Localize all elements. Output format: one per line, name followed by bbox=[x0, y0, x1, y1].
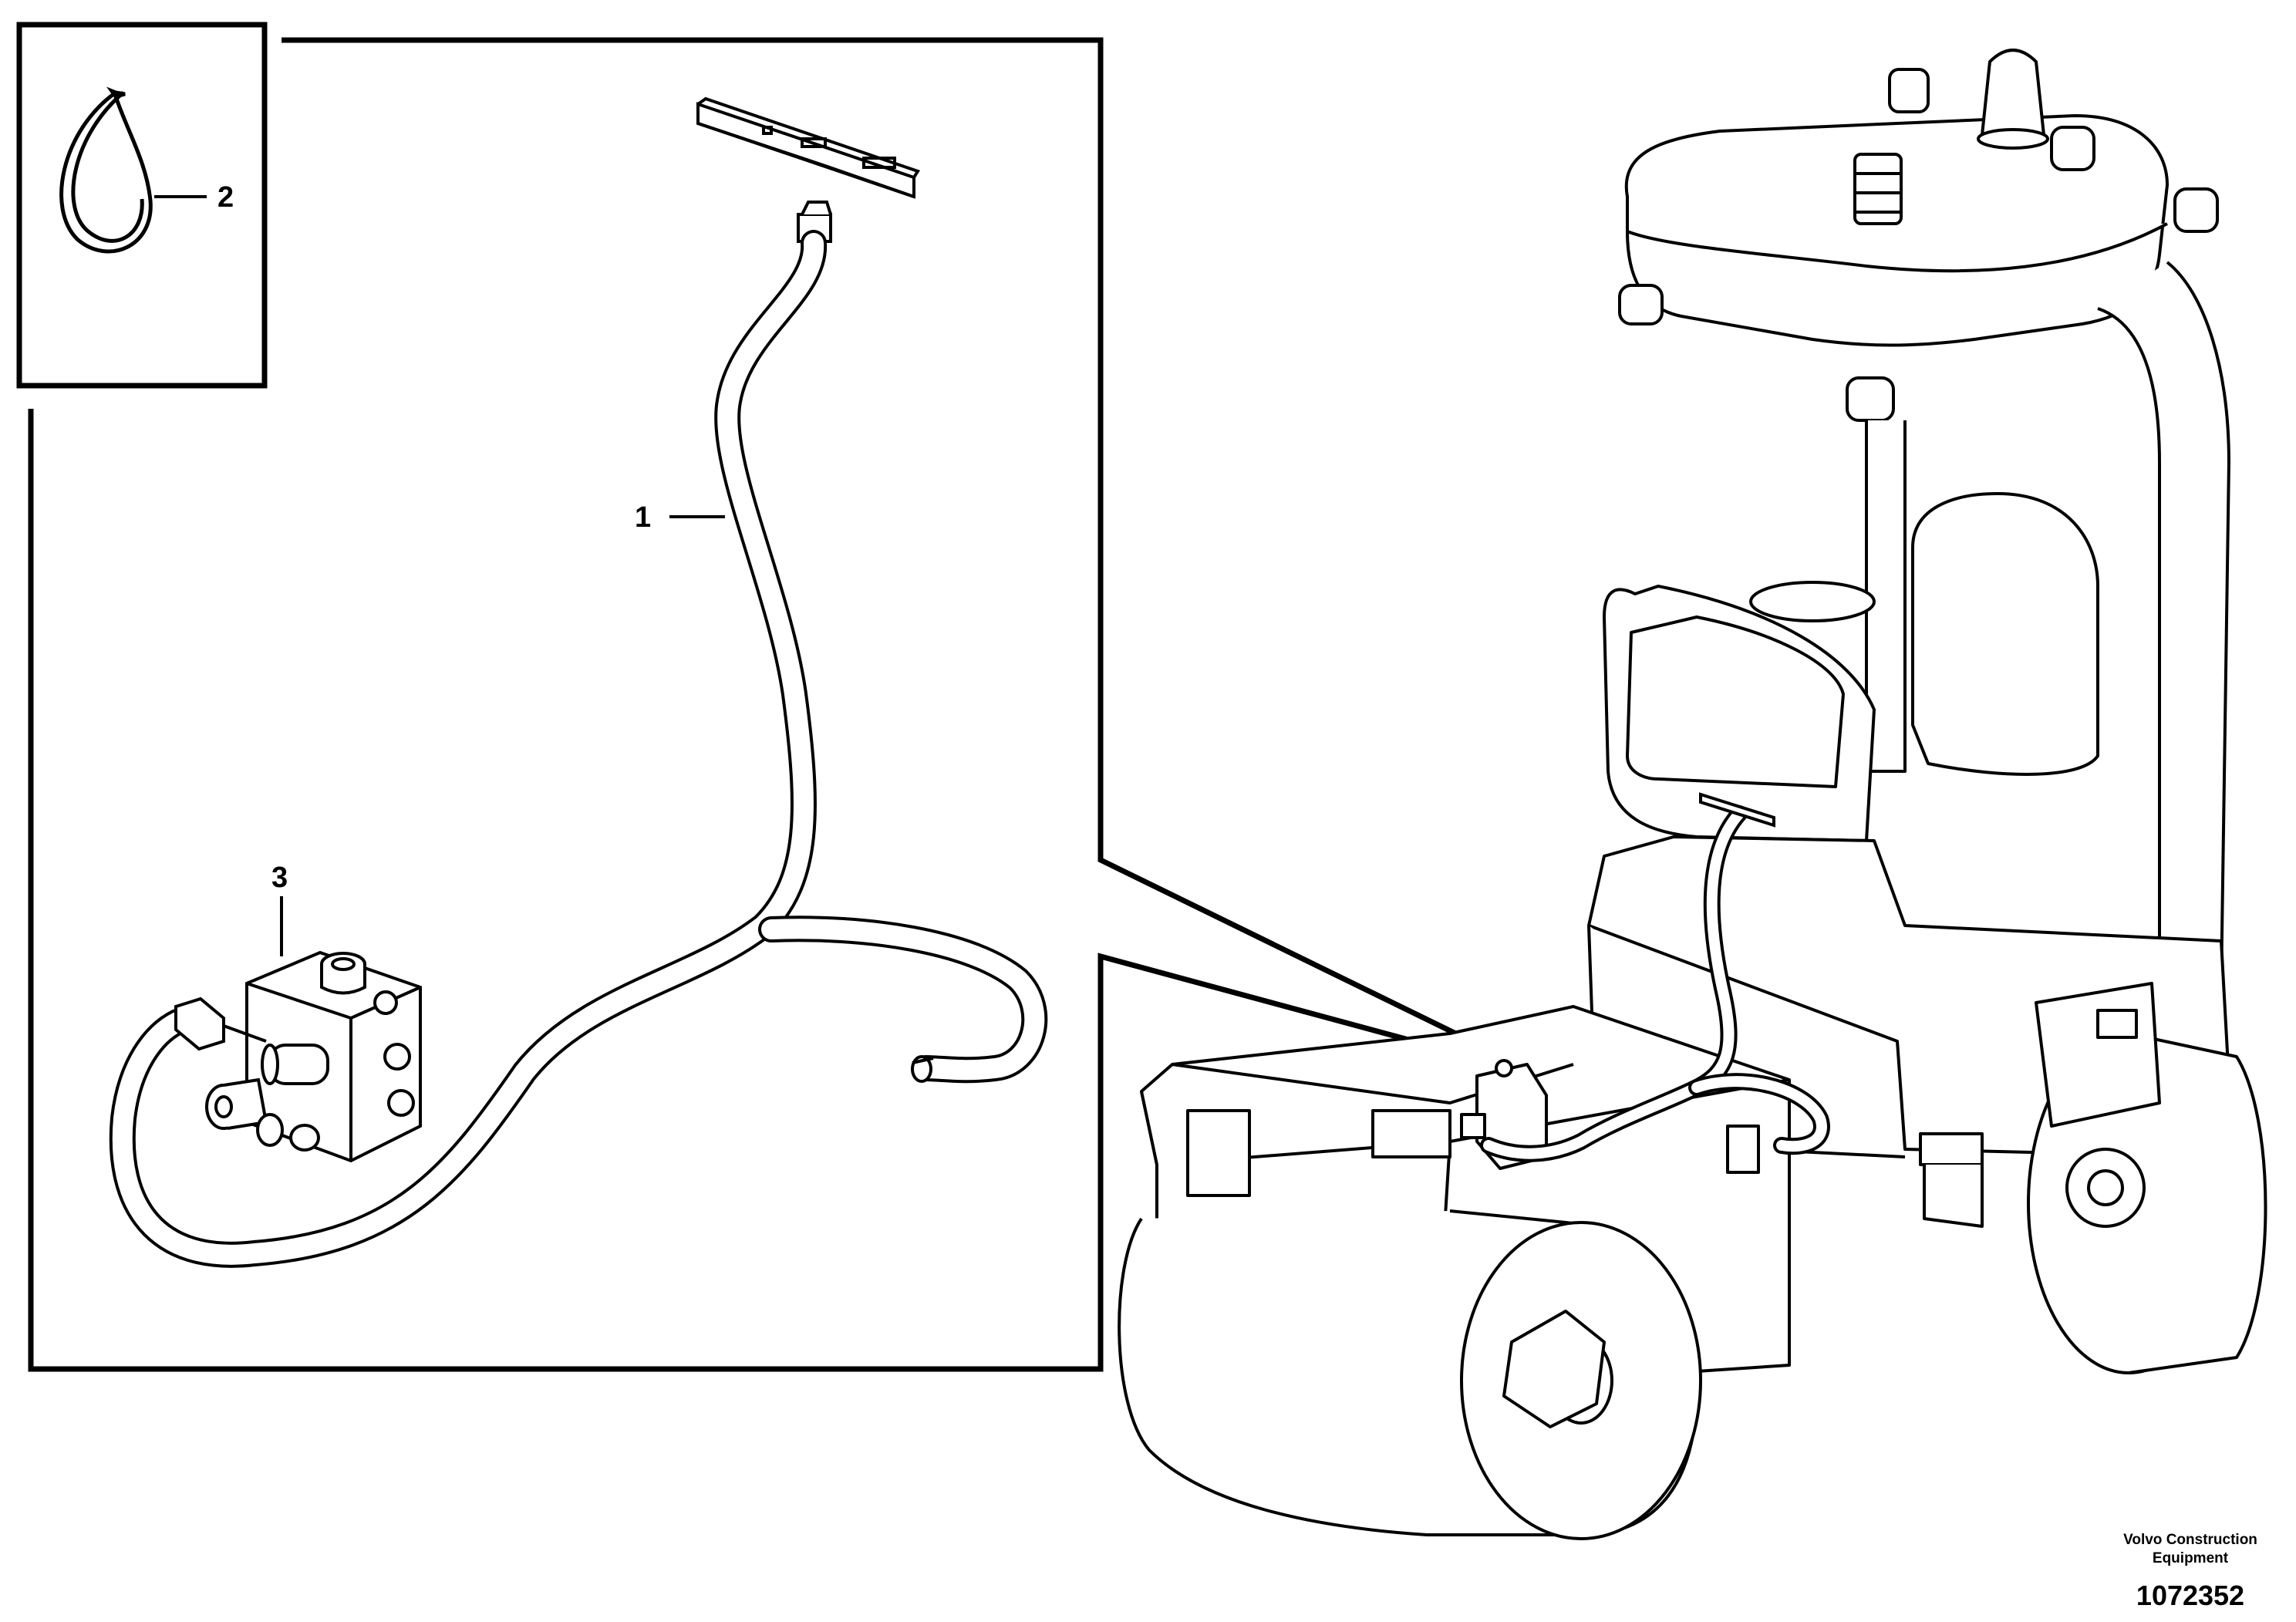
roller-machine bbox=[1118, 49, 2267, 1540]
machine-bracket bbox=[1699, 792, 1775, 828]
document-number: 1072352 bbox=[2136, 1580, 2245, 1611]
machine-harness bbox=[1480, 805, 1830, 1162]
callout-2: 2 bbox=[217, 181, 234, 214]
harness-end-cap bbox=[911, 1055, 934, 1083]
manufacturer-name: Volvo Construction Equipment bbox=[2098, 1531, 2283, 1568]
valve-block-part bbox=[174, 950, 422, 1163]
wiring-harness bbox=[109, 230, 1048, 1268]
detail-frame bbox=[16, 22, 1544, 1372]
mounting-bracket bbox=[696, 96, 921, 199]
manufacturer-line-2: Equipment bbox=[2152, 1550, 2229, 1566]
callout-1: 1 bbox=[635, 501, 651, 534]
callout-3: 3 bbox=[271, 862, 288, 894]
manufacturer-line-1: Volvo Construction bbox=[2123, 1532, 2257, 1548]
cable-tie-part bbox=[59, 86, 153, 254]
harness-connector bbox=[797, 201, 832, 243]
